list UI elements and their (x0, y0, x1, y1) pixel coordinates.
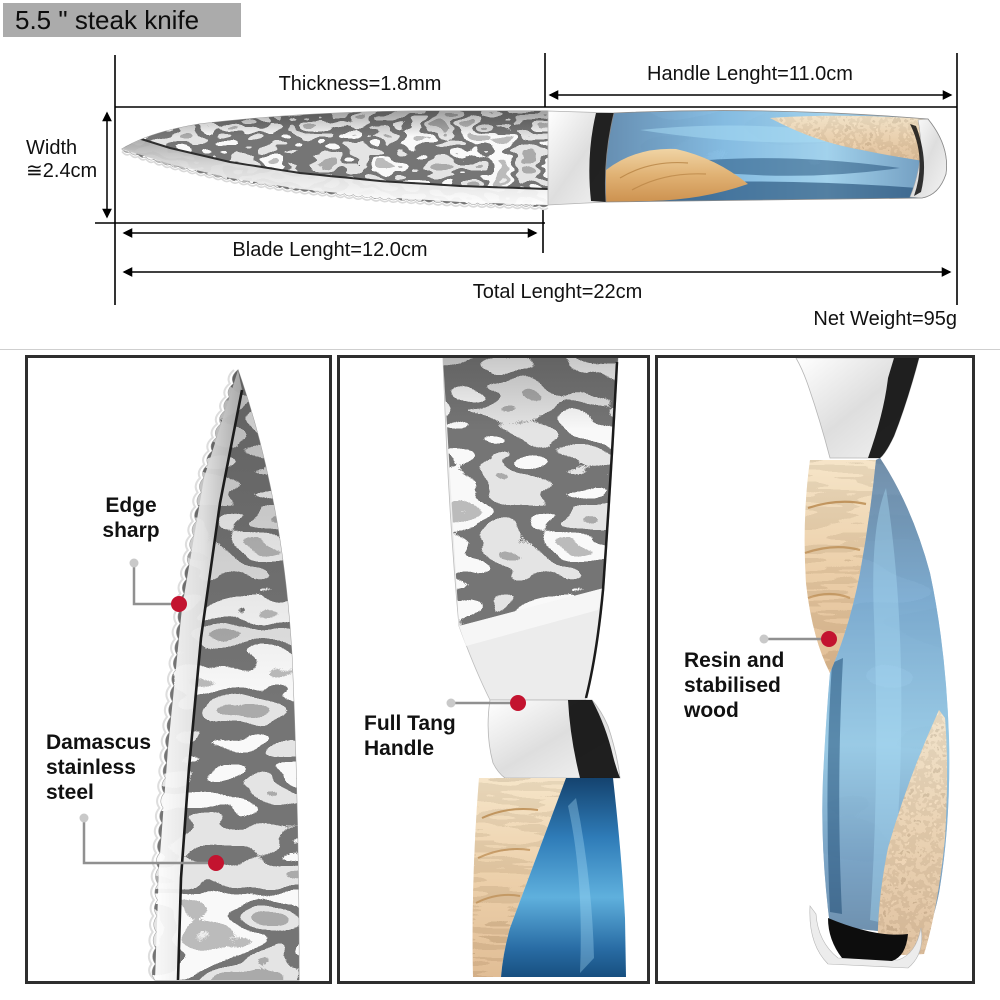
callout-full-tang: Full Tang Handle (364, 712, 456, 760)
callout-dot-gray (446, 698, 456, 708)
callout-connectors (79, 558, 224, 871)
callout-dot-red (510, 695, 526, 711)
callout-dot-red (208, 855, 224, 871)
callout-connectors (759, 631, 837, 647)
callout-dot-gray (79, 813, 89, 823)
knife-photo-annotated (95, 53, 958, 305)
butt-cap-zoom (809, 905, 922, 969)
serration-echo (121, 150, 549, 211)
dimension-label-handle-length: Handle Lenght=11.0cm (647, 63, 853, 85)
callout-dot-red (821, 631, 837, 647)
callout-dot-gray (759, 634, 769, 644)
callout-edge-sharp: Edge sharp (102, 494, 160, 542)
product-title-badge: 5.5 " steak knife (3, 3, 241, 37)
detail-panel-handle: Resin and stabilised wood (655, 355, 975, 984)
handle-resin-zoom (501, 778, 626, 977)
detail-panel-blade-tip: Edge sharp Damascus stainless steel (25, 355, 332, 984)
separator-line (0, 349, 1000, 350)
detail-panel-bolster: Full Tang Handle (337, 355, 650, 984)
callout-dot-gray (129, 558, 139, 568)
callout-resin-wood: Resin and stabilised wood (684, 649, 785, 722)
dimension-label-net-weight: Net Weight=95g (813, 308, 957, 330)
dimension-lines (95, 53, 958, 305)
dimension-label-blade-length: Blade Lenght=12.0cm (232, 239, 428, 261)
callout-dot-red (171, 596, 187, 612)
callout-damascus-steel: Damascus stainless steel (46, 731, 152, 804)
dimension-label-total-length: Total Lenght=22cm (472, 281, 643, 303)
knife-image (121, 110, 947, 211)
dimension-label-thickness: Thickness=1.8mm (278, 73, 442, 95)
callout-connectors (446, 695, 526, 711)
dimension-label-width: Width ≅2.4cm (26, 137, 98, 182)
